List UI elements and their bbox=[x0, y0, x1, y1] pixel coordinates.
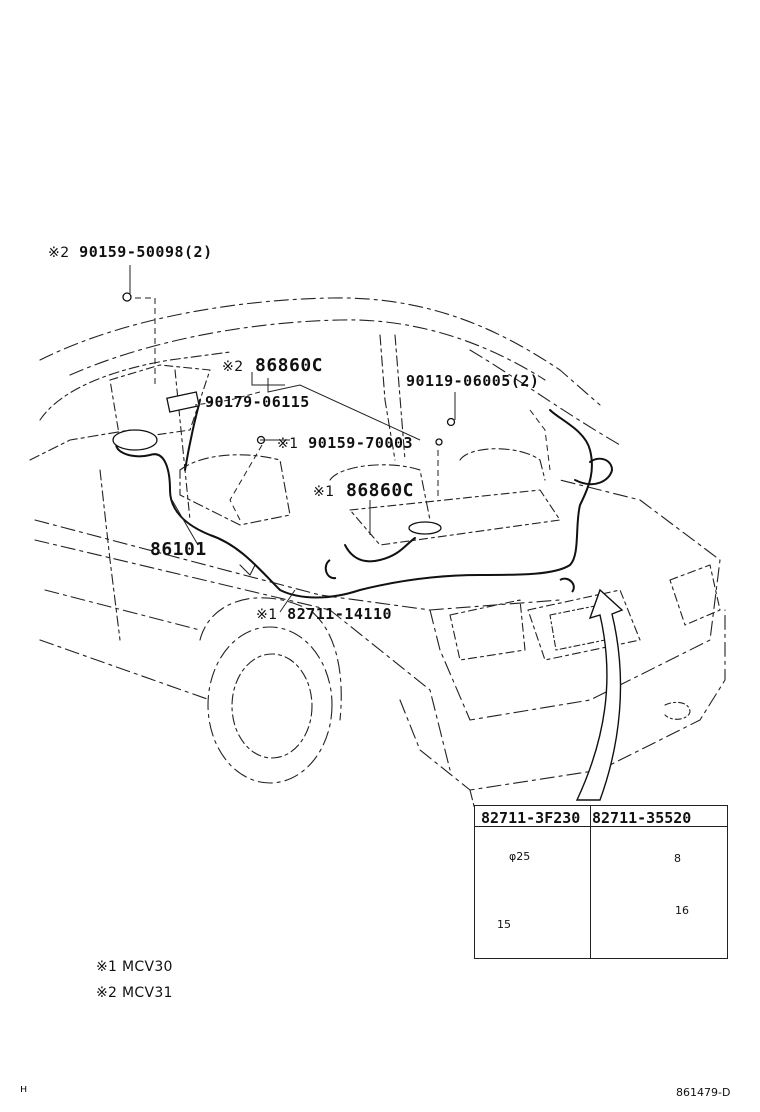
rear-amplifier-cord bbox=[574, 457, 613, 486]
label-90159-70003: ※1 90159-70003 bbox=[277, 434, 414, 452]
door-handle bbox=[239, 564, 256, 576]
seat-back bbox=[329, 464, 431, 521]
wheel-arch bbox=[199, 597, 342, 721]
note-mark-1: ※1 bbox=[256, 607, 278, 623]
antenna-cord-branch bbox=[344, 537, 416, 563]
front-dash bbox=[39, 351, 231, 421]
label-86860C-a: ※2 86860C bbox=[222, 357, 323, 375]
part-number-82711-14110: 82711-14110 bbox=[287, 605, 393, 623]
part-number-90159-50098: 90159-50098(2) bbox=[79, 243, 213, 261]
clip-82711-14110 bbox=[324, 559, 337, 580]
screw-90159-50098 bbox=[122, 292, 132, 302]
tail-lamp-left bbox=[449, 599, 526, 661]
label-90119-06005: 90119-06005(2) bbox=[406, 374, 539, 389]
part-number-86860C-b: 86860C bbox=[345, 480, 415, 501]
rear-bumper bbox=[399, 609, 726, 791]
body-side-upper bbox=[34, 539, 331, 611]
seat-cushion bbox=[179, 454, 291, 526]
rear-glass-edge bbox=[469, 349, 621, 446]
c-pillar bbox=[394, 334, 406, 461]
part-number-90179-06115: 90179-06115 bbox=[205, 393, 310, 411]
label-90179-06115: 90179-06115 bbox=[205, 395, 310, 410]
antenna-base-rear bbox=[408, 521, 442, 535]
amplifier-box bbox=[166, 391, 200, 413]
legend-item-1: ※1 MCV30 bbox=[96, 959, 173, 975]
note-mark-2: ※2 bbox=[48, 245, 70, 261]
screw-90119-06005 bbox=[446, 417, 456, 427]
label-86860C-b: ※1 86860C bbox=[313, 482, 414, 500]
roof-outline bbox=[39, 297, 601, 406]
inset-dim-phi: φ25 bbox=[509, 850, 531, 863]
detail-arrow bbox=[575, 588, 624, 801]
inset-dim-8: 8 bbox=[674, 852, 681, 865]
inset-dim-16: 16 bbox=[675, 904, 689, 917]
body-side-mid bbox=[44, 589, 201, 631]
rear-wheel-inner bbox=[231, 653, 313, 759]
rear-window-top bbox=[379, 334, 396, 461]
screw-90159-70003 bbox=[435, 438, 443, 446]
legend-mark-2: ※2 bbox=[96, 985, 118, 1001]
label-86101: 86101 bbox=[150, 541, 207, 559]
clip-detail-inset: 82711-3F230 82711-35520 φ25 15 8 16 bbox=[474, 805, 728, 959]
corner-mark: н bbox=[20, 1082, 28, 1095]
front-door-top bbox=[29, 429, 131, 461]
inset-header bbox=[475, 806, 727, 827]
roof-inner bbox=[69, 319, 546, 381]
rocker bbox=[39, 639, 211, 701]
drawing-code: 861479-D bbox=[676, 1086, 731, 1099]
b-pillar bbox=[174, 369, 191, 521]
legend-text-2: MCV31 bbox=[122, 985, 173, 1001]
legend-mark-1: ※1 bbox=[96, 959, 118, 975]
inset-part-left: 82711-3F230 bbox=[481, 809, 581, 827]
note-mark-2: ※2 bbox=[222, 359, 244, 375]
part-number-90159-70003: 90159-70003 bbox=[308, 434, 414, 452]
note-mark-1: ※1 bbox=[277, 436, 299, 452]
part-number-86860C-a: 86860C bbox=[254, 355, 324, 376]
trunk-lid bbox=[429, 479, 721, 721]
label-82711-14110: ※1 82711-14110 bbox=[256, 605, 393, 623]
exhaust bbox=[664, 701, 691, 720]
note-mark-1: ※1 bbox=[313, 484, 335, 500]
legend-text-1: MCV30 bbox=[122, 959, 173, 975]
license-plate-area bbox=[527, 589, 641, 661]
rear-wheel-outer bbox=[207, 626, 333, 784]
amplifier-lead bbox=[184, 399, 201, 471]
rear-seat bbox=[459, 448, 546, 481]
door-line bbox=[99, 469, 121, 641]
clip-rear bbox=[559, 577, 575, 593]
antenna-amp-front bbox=[112, 429, 158, 451]
trunk-edge bbox=[329, 609, 451, 771]
tail-lamp-right bbox=[669, 564, 721, 626]
antenna-cord-86101 bbox=[115, 409, 593, 599]
inset-divider bbox=[590, 806, 591, 958]
inset-part-right: 82711-35520 bbox=[592, 809, 692, 827]
part-number-90119-06005: 90119-06005(2) bbox=[406, 372, 540, 390]
legend-item-2: ※2 MCV31 bbox=[96, 985, 173, 1001]
label-90159-50098: ※2 90159-50098(2) bbox=[48, 243, 213, 261]
part-number-86101: 86101 bbox=[150, 539, 207, 560]
inset-dim-15: 15 bbox=[497, 918, 511, 931]
